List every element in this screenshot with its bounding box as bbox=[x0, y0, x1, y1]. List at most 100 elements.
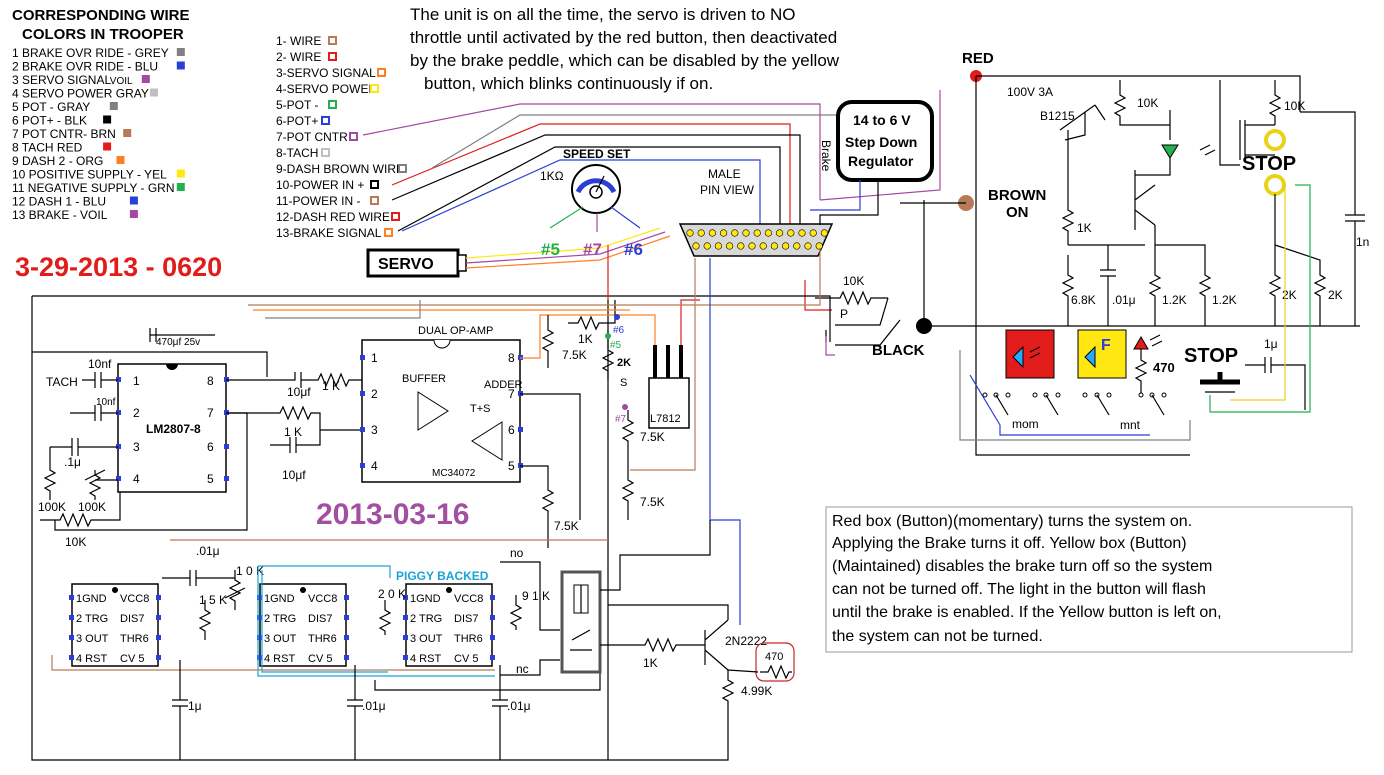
regulator-line-1: 14 to 6 V bbox=[853, 112, 911, 128]
op-pin7: 7 bbox=[508, 387, 515, 401]
r-100k-b: 100K bbox=[78, 500, 106, 514]
db25-pin bbox=[753, 229, 761, 237]
r-75k-a: 7.5K bbox=[554, 519, 579, 533]
legend-mid-item: 4-SERVO POWER bbox=[276, 82, 377, 96]
timer-pin-left: 2 TRG bbox=[264, 613, 296, 625]
mc34072-label: MC34072 bbox=[432, 468, 476, 479]
timer-pin-left: 1GND bbox=[410, 593, 441, 605]
timer-pad bbox=[403, 635, 408, 640]
legend-mid-item: 1- WIRE bbox=[276, 34, 321, 48]
pin7-label: #7 bbox=[583, 240, 602, 259]
timer-pin-right: THR6 bbox=[454, 633, 483, 645]
pin5-label: #5 bbox=[541, 240, 560, 259]
timer-pad bbox=[156, 635, 161, 640]
c-10nf-a: 10nf bbox=[88, 357, 112, 371]
op-pin4: 4 bbox=[371, 459, 378, 473]
r-470: 470 bbox=[1153, 360, 1175, 375]
lm-pin5: 5 bbox=[207, 472, 214, 486]
legend-color-swatch bbox=[109, 102, 118, 110]
timer-pad bbox=[69, 615, 74, 620]
db25-pin bbox=[703, 242, 711, 250]
desc-line-6: the system can not be turned. bbox=[832, 628, 1043, 645]
timer-pin-right: DIS7 bbox=[308, 613, 332, 625]
mnt-label: mnt bbox=[1120, 418, 1141, 432]
timer-notch bbox=[300, 587, 306, 593]
timer-pad bbox=[403, 655, 408, 660]
r-2k-a: 2K bbox=[1282, 288, 1297, 302]
legend-left-item: 6 POT+ - BLK bbox=[12, 114, 87, 128]
db25-pin bbox=[714, 242, 723, 250]
timer-pin-right: VCC8 bbox=[308, 593, 337, 605]
c-1u-a: 1μ bbox=[1264, 337, 1278, 351]
black-label: BLACK bbox=[872, 342, 925, 359]
timer-body bbox=[259, 583, 347, 667]
db25-connector: MALE PIN VIEW bbox=[678, 167, 834, 257]
c-1u-b: .1μ bbox=[64, 455, 81, 469]
step-down-regulator: 14 to 6 V Step Down Regulator Brake bbox=[810, 100, 934, 225]
legend-left-item: 4 SERVO POWER GRAY bbox=[12, 87, 149, 101]
switch-contact bbox=[1161, 392, 1167, 398]
op-pin2: 2 bbox=[371, 387, 378, 401]
timer-body bbox=[405, 583, 493, 667]
stop-label-1: STOP bbox=[1242, 153, 1296, 175]
lm-pin1: 1 bbox=[133, 374, 140, 388]
timer-pad bbox=[490, 595, 495, 600]
legend-left-item: 11 NEGATIVE SUPPLY - GRN bbox=[12, 181, 175, 195]
r-75k-b: 7.5K bbox=[562, 348, 587, 362]
r-1k: 1K bbox=[1077, 221, 1092, 235]
db25-pin bbox=[708, 229, 717, 237]
legend-mid-item: 10-POWER IN + bbox=[276, 178, 364, 192]
legend-mid-item: 7-POT CNTR bbox=[276, 130, 348, 144]
r-1k-d: 1K bbox=[643, 656, 658, 670]
timer-pin-left: 4 RST bbox=[264, 653, 295, 665]
timer-pad bbox=[69, 595, 74, 600]
legend-color-swatch bbox=[328, 36, 337, 45]
timer-pin-right: CV 5 bbox=[454, 653, 478, 665]
pin-view-label: PIN VIEW bbox=[700, 183, 755, 197]
legend-color-swatch bbox=[176, 48, 185, 56]
legend-left-item: 1 BRAKE OVR RIDE - GREY bbox=[12, 46, 169, 60]
legend-color-swatch bbox=[321, 148, 330, 157]
timer-pin-left: 4 RST bbox=[76, 653, 107, 665]
p5-label: #5 bbox=[610, 340, 622, 351]
r-75k-d: 7.5K bbox=[640, 495, 665, 509]
db25-pin bbox=[775, 229, 784, 237]
r-10k-c: 10K bbox=[65, 535, 86, 549]
c-01u-a: .01μ bbox=[196, 544, 220, 558]
red-label: RED bbox=[962, 50, 994, 67]
legend-left-item: 9 DASH 2 - ORG bbox=[12, 154, 103, 168]
legend-color-swatch bbox=[176, 169, 185, 178]
pot-value: 1KΩ bbox=[540, 169, 564, 183]
legend-left-item: 5 POT - GRAY bbox=[12, 100, 90, 114]
r-2k-c: 2K bbox=[617, 357, 631, 369]
timer-pad bbox=[403, 615, 408, 620]
c-01u: .01μ bbox=[1112, 293, 1136, 307]
legend-color-swatch bbox=[370, 180, 379, 189]
legend-color-swatch bbox=[328, 100, 337, 109]
legend-color-swatch bbox=[398, 164, 407, 173]
op-pin5: 5 bbox=[508, 459, 515, 473]
legend-left-item: 12 DASH 1 - BLU bbox=[12, 195, 106, 209]
legend-color-swatch bbox=[391, 212, 400, 221]
legend-color-swatch bbox=[141, 75, 150, 83]
c-470: 470μf 25v bbox=[156, 337, 200, 348]
timer-pad bbox=[344, 655, 349, 660]
db25-pin bbox=[781, 242, 790, 250]
on-label: ON bbox=[1006, 204, 1029, 221]
db25-pin bbox=[731, 229, 739, 237]
switch-contact bbox=[1055, 392, 1061, 398]
legend-mid-item: 13-BRAKE SIGNAL bbox=[276, 226, 382, 240]
p6-label: #6 bbox=[613, 325, 625, 336]
control-circuit: RED BROWN ON BLACK 100V 3A B1215 10K 10K… bbox=[872, 50, 1369, 456]
db25-pin bbox=[759, 242, 767, 250]
db25-pin bbox=[804, 242, 812, 250]
db25-pin bbox=[692, 242, 700, 250]
legend-left-item: 2 BRAKE OVR RIDE - BLU bbox=[12, 60, 158, 74]
c-1n: 1n bbox=[1356, 235, 1369, 249]
legend-color-swatch bbox=[370, 196, 379, 205]
legend-color-swatch bbox=[150, 88, 158, 97]
legend-color-swatch bbox=[103, 142, 112, 151]
regulator-line-3: Regulator bbox=[848, 153, 914, 169]
timer-pin-right: CV 5 bbox=[308, 653, 332, 665]
